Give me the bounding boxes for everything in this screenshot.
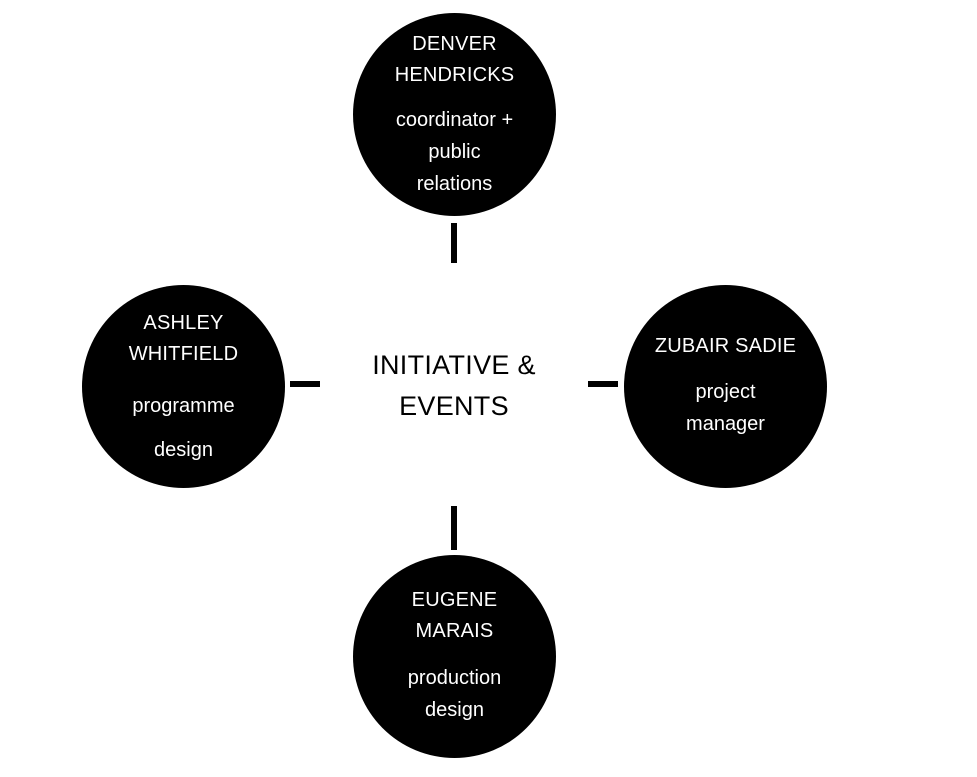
center-title: INITIATIVE & EVENTS <box>334 345 574 427</box>
center-title-line2: EVENTS <box>399 391 509 421</box>
node-role-line1: programme <box>132 395 235 417</box>
center-title-line1: INITIATIVE & <box>372 350 536 380</box>
connector-bottom <box>451 506 457 550</box>
node-ashley-whitfield: ASHLEY WHITFIELD programme design <box>82 285 285 488</box>
node-name-line2: WHITFIELD <box>128 343 239 365</box>
node-role: production design <box>353 662 556 726</box>
node-role: project manager <box>624 376 827 440</box>
node-name-line2: MARAIS <box>415 620 494 642</box>
node-role-line3: relations <box>416 173 493 195</box>
connector-top <box>451 223 457 263</box>
node-role: coordinator + public relations <box>353 104 556 200</box>
node-name: EUGENE MARAIS <box>353 555 556 647</box>
node-name: ASHLEY WHITFIELD <box>82 285 285 370</box>
node-name-line2: HENDRICKS <box>394 64 515 86</box>
node-role: programme design <box>82 384 285 472</box>
node-name-line1: DENVER <box>412 33 497 55</box>
connector-right <box>588 381 618 387</box>
node-name-line1: ASHLEY <box>143 312 224 334</box>
node-zubair-sadie: ZUBAIR SADIE project manager <box>624 285 827 488</box>
node-name-line1: EUGENE <box>411 589 498 611</box>
node-role-line2: manager <box>686 413 765 435</box>
node-name-line1: ZUBAIR SADIE <box>654 335 797 357</box>
node-role-line1: coordinator + <box>395 109 514 131</box>
node-name: DENVER HENDRICKS <box>353 13 556 91</box>
node-role-line1: project <box>695 381 756 403</box>
connector-left <box>290 381 320 387</box>
node-name: ZUBAIR SADIE <box>624 285 827 362</box>
node-role-line2: design <box>154 439 213 461</box>
node-role-line2: public <box>428 141 481 163</box>
node-eugene-marais: EUGENE MARAIS production design <box>353 555 556 758</box>
node-role-line2: design <box>425 699 484 721</box>
node-role-line1: production <box>407 667 502 689</box>
node-denver-hendricks: DENVER HENDRICKS coordinator + public re… <box>353 13 556 216</box>
